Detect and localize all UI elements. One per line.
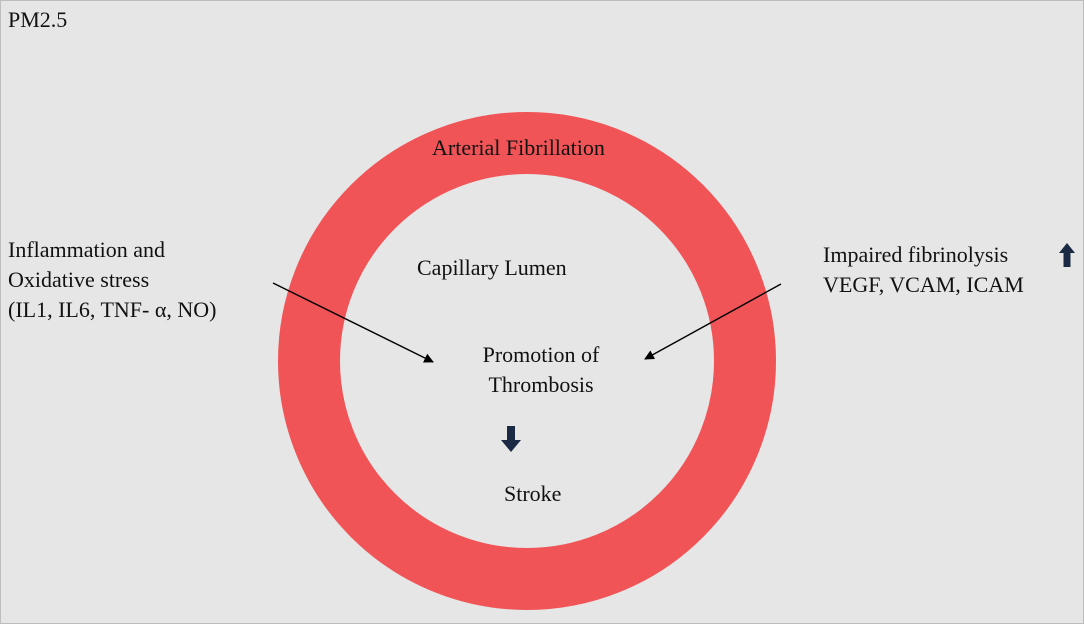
up-arrow-icon — [1059, 243, 1075, 267]
promotion-of-thrombosis-label: Promotion of Thrombosis — [441, 340, 641, 400]
inflammation-oxidative-stress-label: Inflammation and Oxidative stress (IL1, … — [8, 235, 216, 325]
right-block-line: VEGF, VCAM, ICAM — [823, 272, 1024, 297]
left-block-line: (IL1, IL6, TNF- α, NO) — [8, 297, 217, 322]
stroke-label: Stroke — [504, 481, 562, 506]
impaired-fibrinolysis-label: Impaired fibrinolysis VEGF, VCAM, ICAM — [823, 240, 1024, 300]
artery-ring — [278, 112, 776, 610]
right-block-line: Impaired fibrinolysis — [823, 242, 1009, 267]
left-block-line: Inflammation and — [8, 237, 166, 262]
left-block-line: Oxidative stress — [8, 267, 150, 292]
arterial-fibrillation-label: Arterial Fibrillation — [432, 135, 605, 160]
right-connector-arrow — [644, 283, 782, 360]
left-connector-arrow — [272, 282, 434, 363]
center-block-line: Thrombosis — [488, 372, 594, 397]
pm25-label: PM2.5 — [8, 7, 68, 32]
capillary-lumen-label: Capillary Lumen — [417, 255, 567, 280]
center-block-line: Promotion of — [482, 342, 600, 367]
down-arrow-icon — [501, 426, 521, 452]
